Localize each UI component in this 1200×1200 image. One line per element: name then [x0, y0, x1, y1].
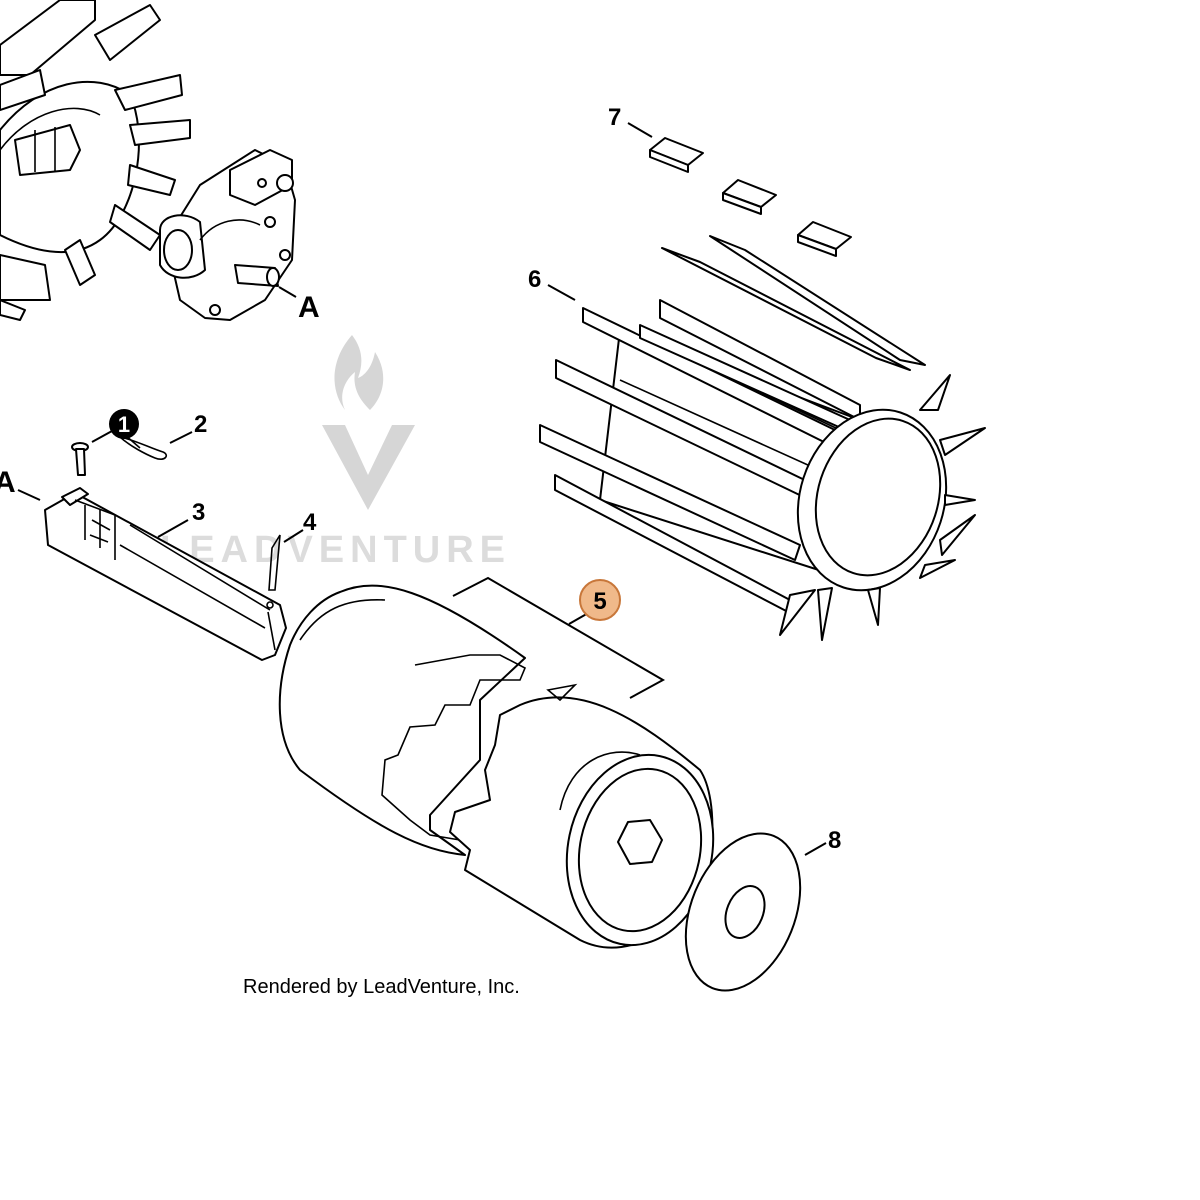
- v-logo-icon: [322, 425, 415, 510]
- callout-5-badge: [579, 579, 621, 621]
- ref-a-left: A: [0, 466, 16, 499]
- rotor-part-6: 6: [528, 235, 986, 641]
- callout-1-label: 1: [118, 412, 130, 437]
- callout-8-label: 8: [828, 827, 841, 854]
- cotter-part-2: 2: [117, 411, 207, 460]
- washer-part-8: 8: [684, 827, 841, 992]
- ref-a-right: A: [298, 291, 320, 324]
- holder-part-3: A 3: [0, 466, 287, 661]
- callout-4-label: 4: [303, 509, 317, 536]
- upper-impeller: [0, 0, 191, 321]
- gearbox-assembly: A: [159, 149, 320, 324]
- clips-part-7: 7: [608, 104, 852, 257]
- callout-6-label: 6: [528, 266, 541, 293]
- callout-2-label: 2: [194, 411, 207, 438]
- pin-part-1: 1: [71, 409, 139, 476]
- callout-1-badge: [109, 409, 139, 439]
- callout-7-label: 7: [608, 104, 621, 131]
- drum-part-5: 5: [278, 576, 715, 949]
- watermark-text: LEADVENTURE: [160, 529, 511, 571]
- callout-3-label: 3: [192, 499, 205, 526]
- rendered-by-credit: Rendered by LeadVenture, Inc.: [243, 976, 520, 998]
- leadventure-watermark: LEADVENTURE: [160, 335, 511, 571]
- flame-logo-icon: [334, 335, 384, 410]
- hairpin-part-4: 4: [268, 509, 317, 591]
- callout-5-label: 5: [593, 588, 606, 615]
